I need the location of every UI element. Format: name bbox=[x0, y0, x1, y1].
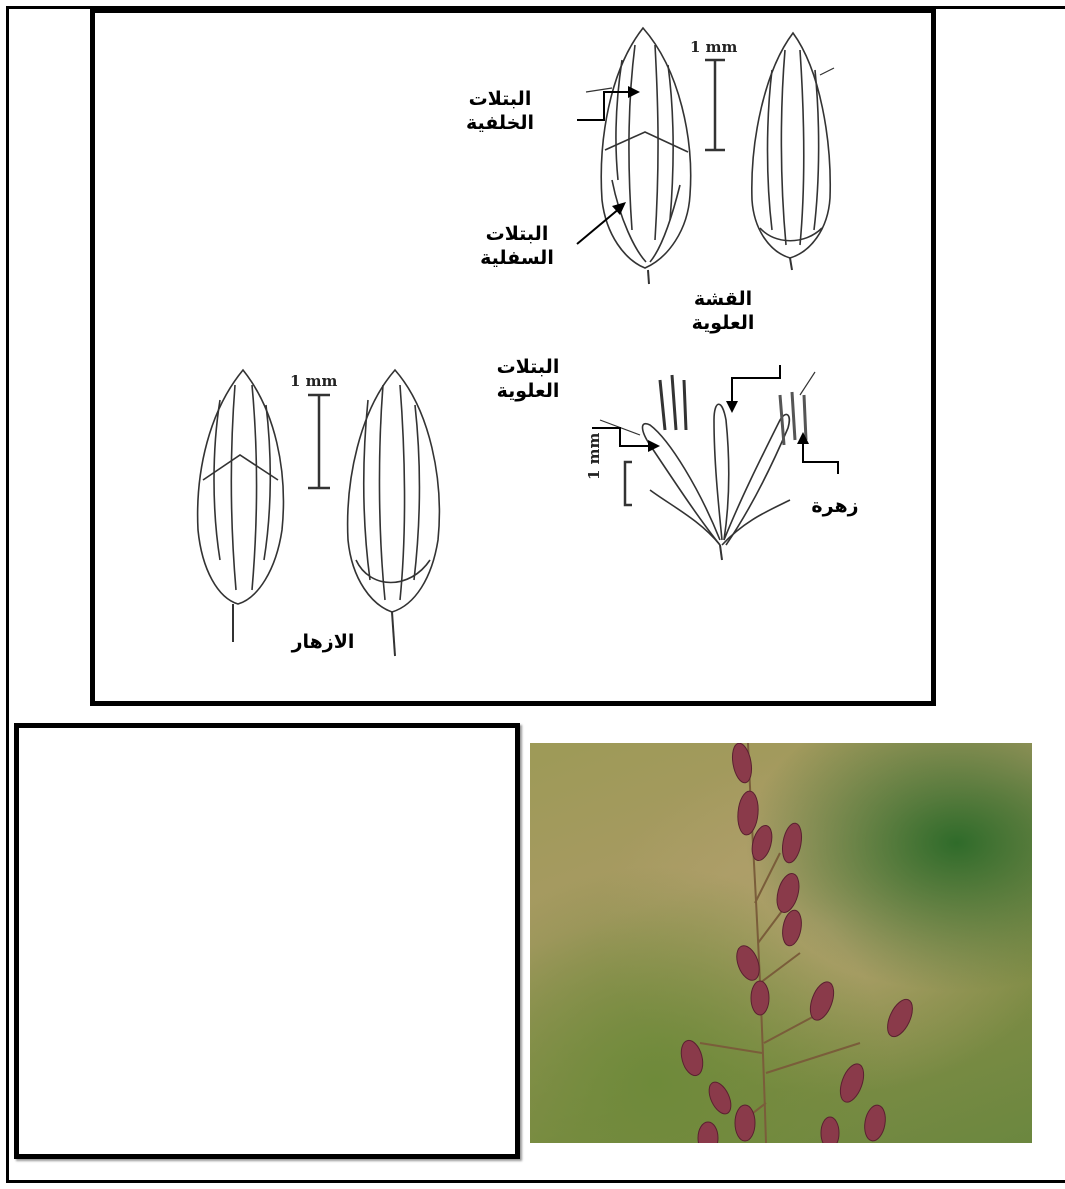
label-upper-petals-line1: البتلات bbox=[473, 355, 583, 379]
plant-sketch-panel bbox=[14, 723, 520, 1159]
label-upper-husk-line1: القشة bbox=[668, 287, 778, 311]
grass-photo bbox=[530, 743, 1032, 1143]
label-flowers: الازهار bbox=[268, 630, 378, 654]
label-flower: زهرة bbox=[790, 494, 880, 518]
label-lower-petals: البتلات السفلية bbox=[462, 222, 572, 270]
label-back-petals-line2: الخلفية bbox=[445, 111, 555, 135]
label-upper-husk: القشة العلوية bbox=[668, 287, 778, 335]
label-upper-petals-line2: العلوية bbox=[473, 379, 583, 403]
scale-label-spikelet: 1 mm bbox=[585, 433, 603, 480]
label-flower-text: زهرة bbox=[790, 494, 880, 518]
label-lower-petals-line1: البتلات bbox=[462, 222, 572, 246]
label-flowers-text: الازهار bbox=[268, 630, 378, 654]
label-upper-husk-line2: العلوية bbox=[668, 311, 778, 335]
label-lower-petals-line2: السفلية bbox=[462, 246, 572, 270]
label-back-petals-line1: البتلات bbox=[445, 87, 555, 111]
label-upper-petals: البتلات العلوية bbox=[473, 355, 583, 403]
scale-label-left: 1 mm bbox=[290, 372, 337, 390]
scale-label-top: 1 mm bbox=[690, 38, 737, 56]
label-back-petals: البتلات الخلفية bbox=[445, 87, 555, 135]
